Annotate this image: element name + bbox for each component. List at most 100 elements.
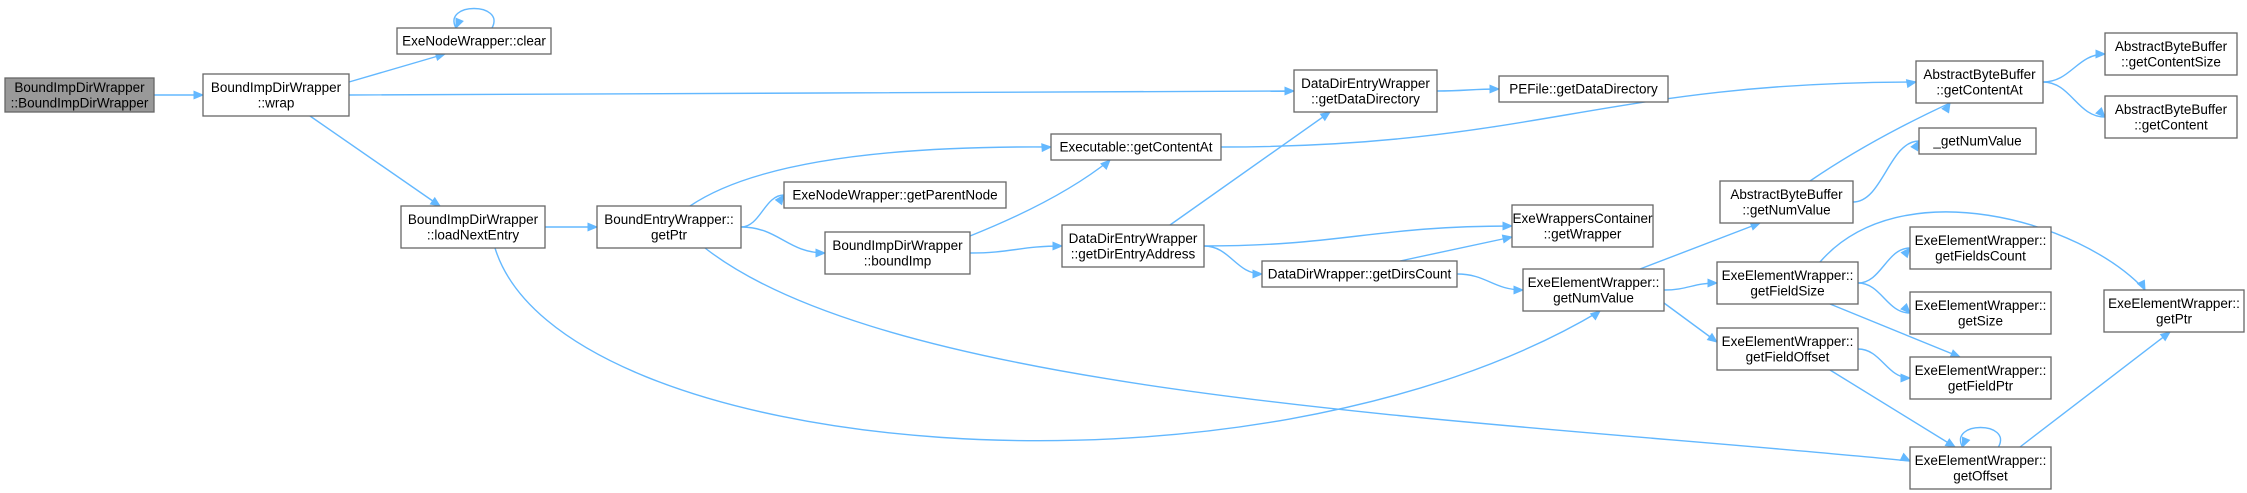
node-load-next-entry[interactable]: BoundImpDirWrapper::loadNextEntry: [400, 205, 546, 249]
node-bound-imp[interactable]: BoundImpDirWrapper::boundImp: [824, 231, 971, 275]
node-get-field-offset[interactable]: ExeElementWrapper::getFieldOffset: [1716, 327, 1859, 371]
edge-get-offset-to-eew-get-ptr: [2019, 331, 2172, 448]
edge-arrowhead: [429, 196, 442, 207]
edge-line: [1663, 302, 1718, 343]
node-bew-get-ptr[interactable]: BoundEntryWrapper::getPtr: [596, 205, 742, 249]
edge-line: [740, 226, 826, 254]
edge-line: [1456, 273, 1524, 291]
node-wrap[interactable]: BoundImpDirWrapper::wrap: [202, 73, 350, 117]
edge-get-field-offset-to-get-field-ptr: [1857, 348, 1912, 383]
node-get-size[interactable]: ExeElementWrapper::getSize: [1909, 291, 2052, 335]
edge-bew-get-ptr-to-get-parent-node: [740, 193, 785, 228]
node-label-line: BoundImpDirWrapper: [14, 80, 145, 95]
node-label-line: ExeElementWrapper::: [1722, 334, 1854, 349]
edge-arrowhead: [2095, 49, 2107, 59]
node-exec-get-content-at[interactable]: Executable::getContentAt: [1050, 133, 1222, 161]
edge-line: [740, 194, 785, 228]
node-get-wrapper[interactable]: ExeWrappersContainer::getWrapper: [1511, 204, 1654, 248]
node-box: [4, 77, 155, 113]
node-label-line: ::wrap: [258, 95, 295, 110]
node-label-line: AbstractByteBuffer: [1730, 187, 1843, 202]
edge-arrowhead: [1941, 101, 1951, 114]
node-box: [1261, 260, 1458, 288]
edge-line: [969, 159, 1111, 237]
edge-get-dir-entry-address-to-get-wrapper: [1203, 221, 1514, 247]
node-label-line: Executable::getContentAt: [1059, 140, 1212, 155]
edge-arrowhead: [455, 17, 464, 30]
node-get-parent-node[interactable]: ExeNodeWrapper::getParentNode: [783, 181, 1007, 209]
edge-arrowhead: [2136, 279, 2146, 292]
node-box: [2104, 95, 2238, 139]
edge-load-next-entry-to-bew-get-ptr: [544, 222, 599, 232]
node-clear[interactable]: ExeNodeWrapper::clear: [396, 27, 552, 55]
node-get-field-size[interactable]: ExeElementWrapper::getFieldSize: [1716, 261, 1859, 305]
node-get-content-size[interactable]: AbstractByteBuffer::getContentSize: [2104, 32, 2238, 76]
edge-arrowhead: [815, 248, 827, 258]
node-get-dir-entry-address[interactable]: DataDirEntryWrapper::getDirEntryAddress: [1061, 224, 1205, 268]
node-box: [596, 205, 742, 249]
edge-line: [1829, 303, 1961, 358]
node-abb-get-num-value[interactable]: AbstractByteBuffer::getNumValue: [1719, 180, 1854, 224]
edge-line: [309, 115, 441, 207]
node-label-line: PEFile::getDataDirectory: [1509, 82, 1658, 97]
node-label-line: getSize: [1958, 313, 2003, 328]
edge-get-field-offset-to-get-offset: [1829, 369, 1957, 448]
edge-line: [1220, 81, 1917, 148]
edge-get-dirs-count-to-eew-get-num-value: [1456, 273, 1525, 295]
node-abb-get-content-at[interactable]: AbstractByteBuffer::getContentAt: [1915, 60, 2044, 104]
edge-abb-get-content-at-to-get-content-size: [2042, 49, 2107, 83]
node-label-line: ExeElementWrapper::: [1915, 453, 2047, 468]
node-box: [824, 231, 971, 275]
edge-arrowhead: [2095, 107, 2106, 118]
node-label-line: BoundImpDirWrapper: [211, 80, 342, 95]
edge-arrowhead: [1501, 234, 1514, 244]
node-label-line: getOffset: [1953, 468, 2008, 483]
edge-get-dir-entry-address-to-get-data-directory: [1169, 111, 1332, 226]
edge-arrowhead: [1900, 373, 1912, 383]
node-num-value-priv[interactable]: _getNumValue: [1918, 127, 2037, 155]
edge-arrowhead: [1900, 302, 1911, 314]
node-box: [2103, 289, 2245, 333]
edge-line: [1169, 111, 1331, 226]
edge-arrowhead: [1284, 86, 1296, 96]
edge-arrowhead: [1502, 221, 1514, 231]
node-get-content[interactable]: AbstractByteBuffer::getContent: [2104, 95, 2238, 139]
edge-line: [1857, 247, 1911, 284]
node-label-line: DataDirWrapper::getDirsCount: [1268, 267, 1452, 282]
node-label-line: ::getWrapper: [1544, 226, 1622, 241]
edge-arrowhead: [1052, 241, 1064, 251]
edge-arrowhead: [1899, 452, 1912, 462]
node-label-line: ExeElementWrapper::: [1915, 298, 2047, 313]
node-label-line: getFieldPtr: [1948, 378, 2014, 393]
node-label-line: ::boundImp: [864, 253, 932, 268]
edge-bound-imp-to-get-dir-entry-address: [969, 241, 1064, 254]
edge-arrowhead: [1900, 247, 1911, 259]
edge-load-next-entry-to-eew-get-num-value: [494, 247, 1601, 442]
edge-eew-get-num-value-to-get-field-offset: [1663, 302, 1719, 343]
edge-line: [1852, 140, 1920, 203]
edge-arrowhead: [1589, 310, 1601, 321]
node-get-dirs-count[interactable]: DataDirWrapper::getDirsCount: [1261, 260, 1458, 288]
node-label-line: ExeNodeWrapper::clear: [402, 34, 546, 49]
edge-arrowhead: [587, 222, 599, 232]
node-box: [1918, 127, 2037, 155]
node-root[interactable]: BoundImpDirWrapper::BoundImpDirWrapper: [4, 77, 155, 113]
node-box: [2104, 32, 2238, 76]
node-label-line: ExeElementWrapper::: [2108, 296, 2240, 311]
node-label-line: ExeWrappersContainer: [1512, 211, 1653, 226]
edge-exec-get-content-at-to-abb-get-content-at: [1220, 79, 1918, 148]
node-get-fields-count[interactable]: ExeElementWrapper::getFieldsCount: [1909, 226, 2052, 270]
node-get-data-directory[interactable]: DataDirEntryWrapper::getDataDirectory: [1293, 69, 1438, 113]
node-label-line: DataDirEntryWrapper: [1301, 76, 1430, 91]
node-eew-get-ptr[interactable]: ExeElementWrapper::getPtr: [2103, 289, 2245, 333]
node-eew-get-num-value[interactable]: ExeElementWrapper::getNumValue: [1522, 268, 1665, 312]
node-get-field-ptr[interactable]: ExeElementWrapper::getFieldPtr: [1909, 356, 2052, 400]
node-label-line: ::getDataDirectory: [1311, 91, 1420, 106]
edge-arrowhead: [1706, 332, 1719, 343]
edge-get-field-size-to-eew-get-ptr: [1819, 211, 2146, 292]
node-pe-get-data-directory[interactable]: PEFile::getDataDirectory: [1498, 75, 1669, 103]
edge-arrowhead: [1944, 438, 1957, 448]
edge-arrowhead: [2159, 331, 2172, 342]
edge-bew-get-ptr-to-get-offset: [704, 247, 1912, 462]
node-get-offset[interactable]: ExeElementWrapper::getOffset: [1909, 446, 2052, 490]
